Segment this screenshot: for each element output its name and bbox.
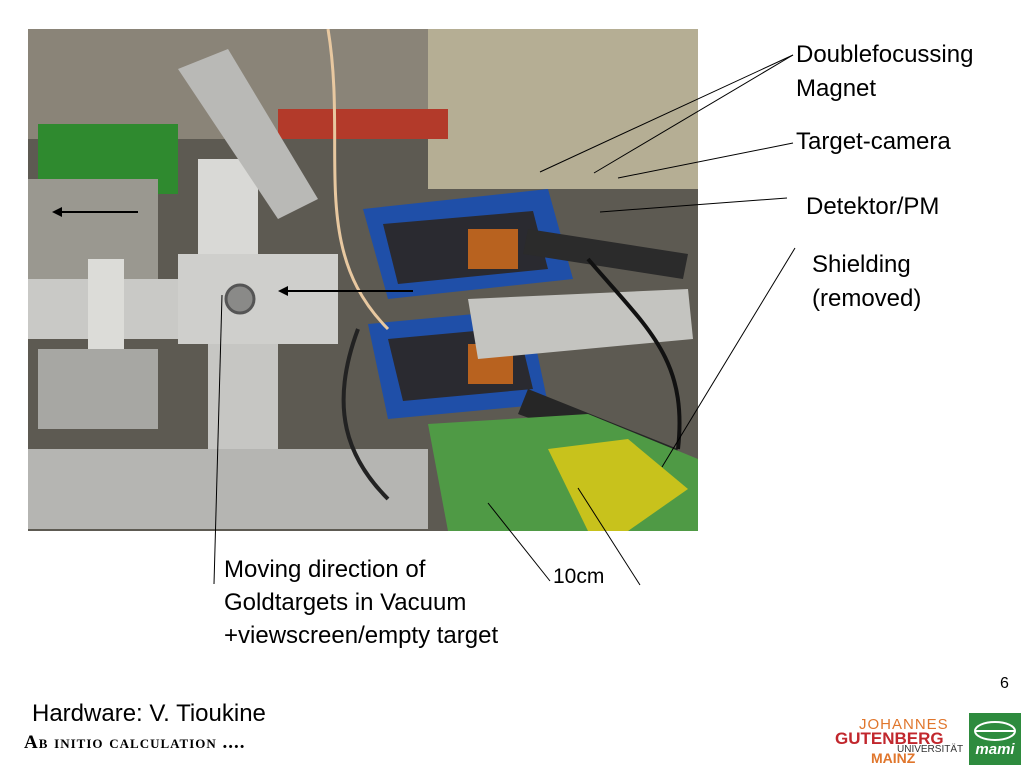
camera-label: Target-camera xyxy=(796,128,951,155)
moving-direction-label: Moving direction of Goldtargets in Vacuu… xyxy=(224,553,498,652)
page-number: 6 xyxy=(1000,675,1009,692)
apparatus-photo xyxy=(28,29,698,531)
moving-line3: +viewscreen/empty target xyxy=(224,622,499,649)
mami-logo-mark-icon xyxy=(974,721,1016,741)
scale-label: 10cm xyxy=(553,565,605,588)
hardware-credit: Hardware: V. Tioukine xyxy=(32,700,266,727)
moving-line1: Moving direction of xyxy=(224,556,426,583)
mami-logo: mami xyxy=(969,713,1021,765)
magnet-label-line1: Doublefocussing xyxy=(796,41,974,68)
moving-line2: Goldtargets in Vacuum xyxy=(224,589,467,616)
detector-label: Detektor/PM xyxy=(806,193,940,220)
shielding-label-line2: (removed) xyxy=(812,285,922,312)
jgu-logo-line1: JOHANNES xyxy=(859,716,949,733)
jgu-logo-line4: MAINZ xyxy=(871,750,916,766)
jgu-logo-line3: UNIVERSITÄT xyxy=(897,744,964,755)
shielding-label-line1: Shielding xyxy=(812,251,911,278)
magnet-label-line2: Magnet xyxy=(796,75,877,102)
mami-logo-text: mami xyxy=(975,741,1015,758)
jgu-logo-line2: GUTENBERG xyxy=(835,729,944,748)
presentation-subtitle: Ab initio calculation .... xyxy=(24,732,246,753)
shielding-label: Shielding (removed) xyxy=(812,248,921,316)
jgu-logo: JOHANNES GUTENBERG UNIVERSITÄT MAINZ xyxy=(835,716,964,766)
magnet-label: Doublefocussing Magnet xyxy=(796,38,973,106)
